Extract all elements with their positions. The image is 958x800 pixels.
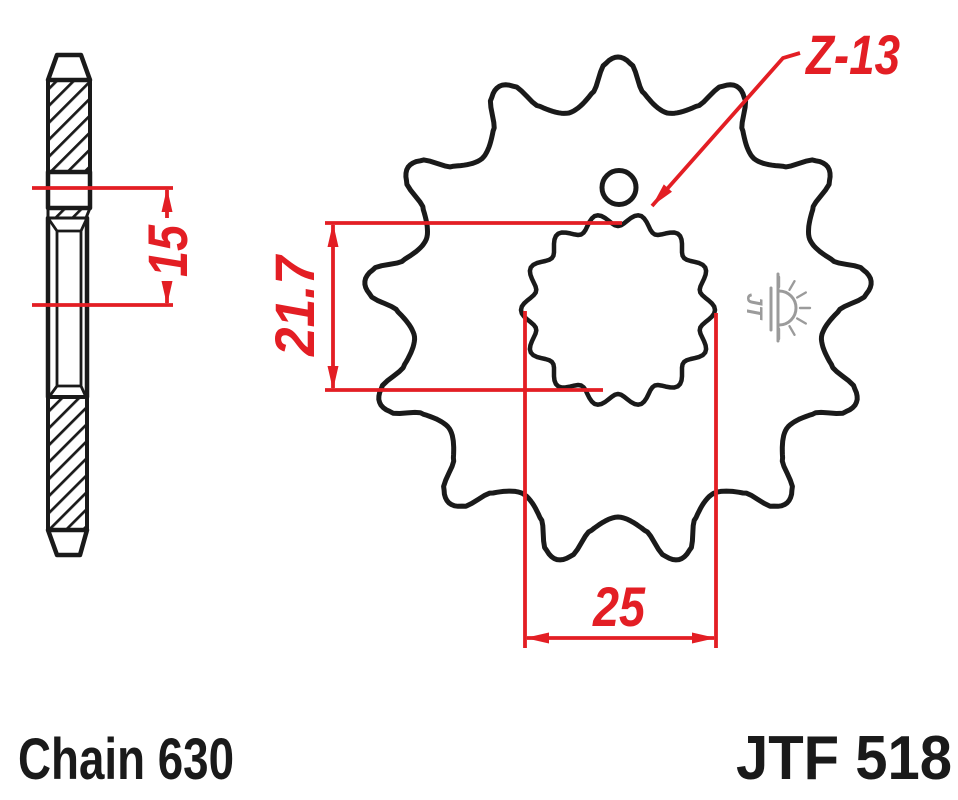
dim-hub-offset-15: 15 [32,186,199,307]
side-top-hatch-block [46,78,92,174]
dim-21-7-label: 21.7 [263,253,326,357]
logo-sun-icon [777,289,798,327]
dim-15-label: 15 [136,224,199,277]
side-step-hatch-band [46,206,92,220]
logo-sun-rays-icon [777,275,812,341]
side-rim-band [45,169,93,211]
arrow-down-icon [161,281,173,305]
dimension-annotations: 15 21.7 25 Z-13 [32,23,900,648]
dim-spline-inner-21-7: 21.7 [263,221,622,392]
leader-arrow-icon [652,184,672,206]
pin-hole [599,168,639,207]
arrow-down-icon [327,366,339,390]
side-bottom-tooth-cap [45,527,90,558]
arrow-up-icon [327,223,339,247]
side-top-tooth-cap [45,52,93,83]
arrow-left-icon [525,632,549,644]
front-view: JT [362,54,874,563]
spline-bore-outline [518,213,718,407]
side-bottom-hatch-block [46,395,89,532]
chain-size-label: Chain 630 [18,727,234,792]
teeth-count-callout: Z-13 [650,23,900,208]
captions: Chain 630 JTF 518 [18,724,952,793]
arrow-right-icon [692,632,716,644]
dim-spline-outer-25: 25 [523,311,718,648]
dim-25-label: 25 [592,575,646,638]
jt-logo: JT [742,272,812,343]
logo-text: JT [742,293,767,320]
part-number-label: JTF 518 [736,724,952,793]
teeth-callout-label: Z-13 [804,23,900,86]
side-hub-column [45,215,90,400]
arrow-up-icon [161,188,173,212]
side-section-view [45,52,93,558]
